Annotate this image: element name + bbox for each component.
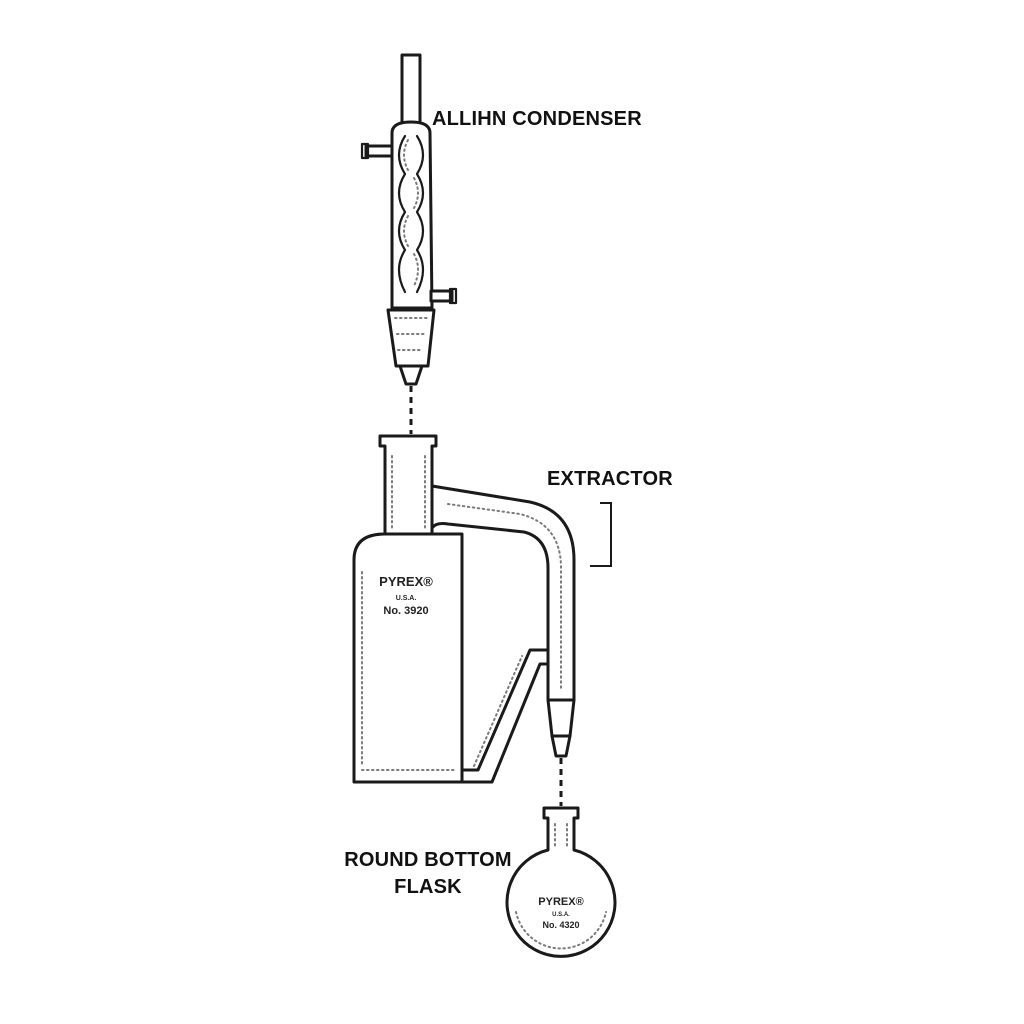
condenser-inner-bulbs <box>397 134 425 294</box>
flask-origin-stamp: U.S.A. <box>552 912 570 918</box>
vapor-arm-texture <box>447 503 562 691</box>
allihn-condenser <box>360 53 458 386</box>
extractor-leader-line <box>590 502 612 567</box>
extractor-label: EXTRACTOR <box>547 468 673 490</box>
flask-body-texture <box>515 911 607 950</box>
condenser-water-inlet <box>364 144 394 158</box>
condenser-joint-texture <box>394 317 428 351</box>
condenser-jacket <box>390 120 434 310</box>
flask-neck-texture <box>554 823 568 847</box>
extractor-outlet-tip <box>550 734 572 758</box>
extractor: PYREX® U.S.A. No. 3920 <box>352 434 576 784</box>
flask-brand-stamp: PYREX® <box>538 896 583 908</box>
extractor-body-texture <box>361 571 455 771</box>
extractor-neck <box>378 434 438 536</box>
flask-label-line1: ROUND BOTTOM <box>344 849 512 871</box>
condenser-ground-joint <box>386 308 436 368</box>
condenser-drip-tip <box>398 364 424 386</box>
condenser-water-outlet <box>429 289 454 303</box>
flask-label-line2: FLASK <box>394 876 462 898</box>
condenser-label: ALLIHN CONDENSER <box>432 108 642 130</box>
condenser-outlet-tip <box>448 287 458 305</box>
condenser-inlet-tip <box>360 142 370 160</box>
extractor-vapor-arm <box>430 484 576 702</box>
extractor-siphon-tube <box>460 648 550 784</box>
condenser-shading <box>403 139 419 287</box>
extractor-outlet-joint <box>546 698 576 738</box>
extractor-brand-stamp: PYREX® <box>379 574 433 589</box>
extractor-number-stamp: No. 3920 <box>383 605 428 617</box>
round-bottom-flask: PYREX® U.S.A. No. 4320 <box>505 806 617 958</box>
extractor-body <box>352 532 464 784</box>
extractor-neck-texture <box>391 455 426 529</box>
siphon-texture <box>473 655 523 767</box>
extractor-origin-stamp: U.S.A. <box>396 595 417 602</box>
flask-body <box>505 806 617 958</box>
flask-number-stamp: No. 4320 <box>542 920 579 930</box>
